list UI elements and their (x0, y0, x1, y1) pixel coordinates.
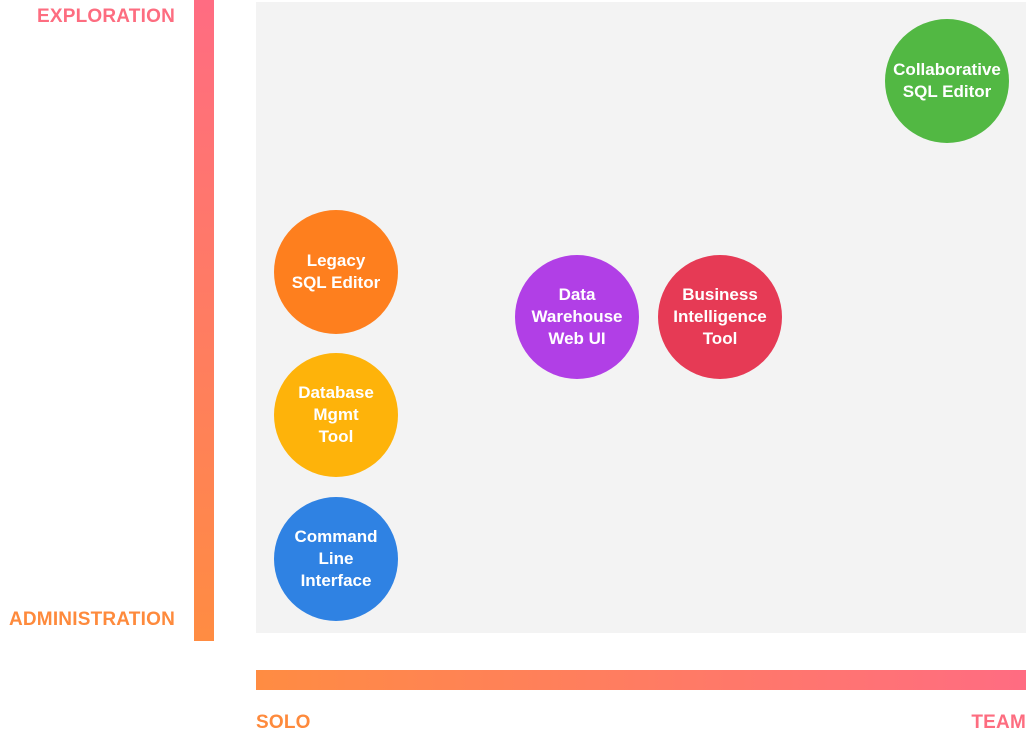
bubble-business-intelligence-tool: Business Intelligence Tool (658, 255, 782, 379)
bubble-command-line-interface: Command Line Interface (274, 497, 398, 621)
bubble-label: Collaborative SQL Editor (893, 60, 1001, 101)
bubble-label: Legacy SQL Editor (291, 251, 381, 292)
bubble-data-warehouse-web-ui: Data Warehouse Web UI (515, 255, 639, 379)
bubble-label: Command Line Interface (294, 527, 378, 590)
axis-label-team: TEAM (971, 712, 1026, 733)
bubble-label: Database Mgmt Tool (298, 383, 374, 446)
bubble-legacy-sql-editor: Legacy SQL Editor (274, 210, 398, 334)
horizontal-axis-bar (256, 670, 1026, 690)
axis-label-exploration: EXPLORATION (36, 6, 175, 27)
bubble-database-mgmt-tool: Database Mgmt Tool (274, 353, 398, 477)
vertical-axis-bar (194, 0, 214, 641)
axis-label-administration: ADMINISTRATION (8, 609, 175, 630)
bubble-label: Data Warehouse Web UI (531, 285, 623, 348)
bubble-collaborative-sql-editor: Collaborative SQL Editor (885, 19, 1009, 143)
axis-label-solo: SOLO (256, 712, 311, 733)
bubble-label: Business Intelligence Tool (673, 285, 767, 348)
